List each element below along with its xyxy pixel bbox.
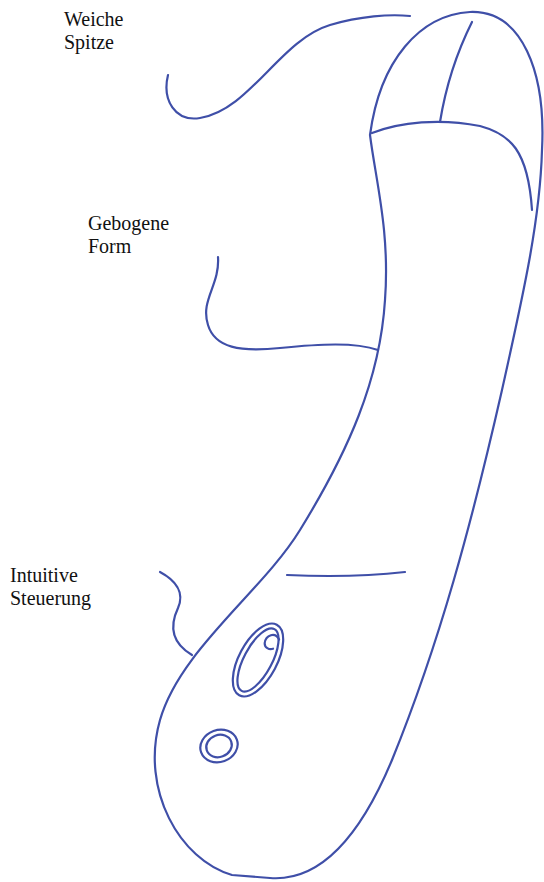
leader-line	[206, 257, 378, 350]
callout-label: Gebogene Form	[88, 212, 184, 258]
device-outline	[155, 12, 543, 878]
leader-line	[167, 15, 410, 118]
callout-label: Intuitive Steuerung	[10, 564, 120, 610]
tip-seam	[372, 122, 532, 210]
main-button	[222, 616, 293, 704]
callout-label: Weiche Spitze	[64, 8, 144, 54]
handle-seam	[287, 572, 405, 576]
leader-line	[160, 572, 192, 655]
small-button	[196, 724, 243, 767]
tip-ridge	[440, 22, 472, 122]
